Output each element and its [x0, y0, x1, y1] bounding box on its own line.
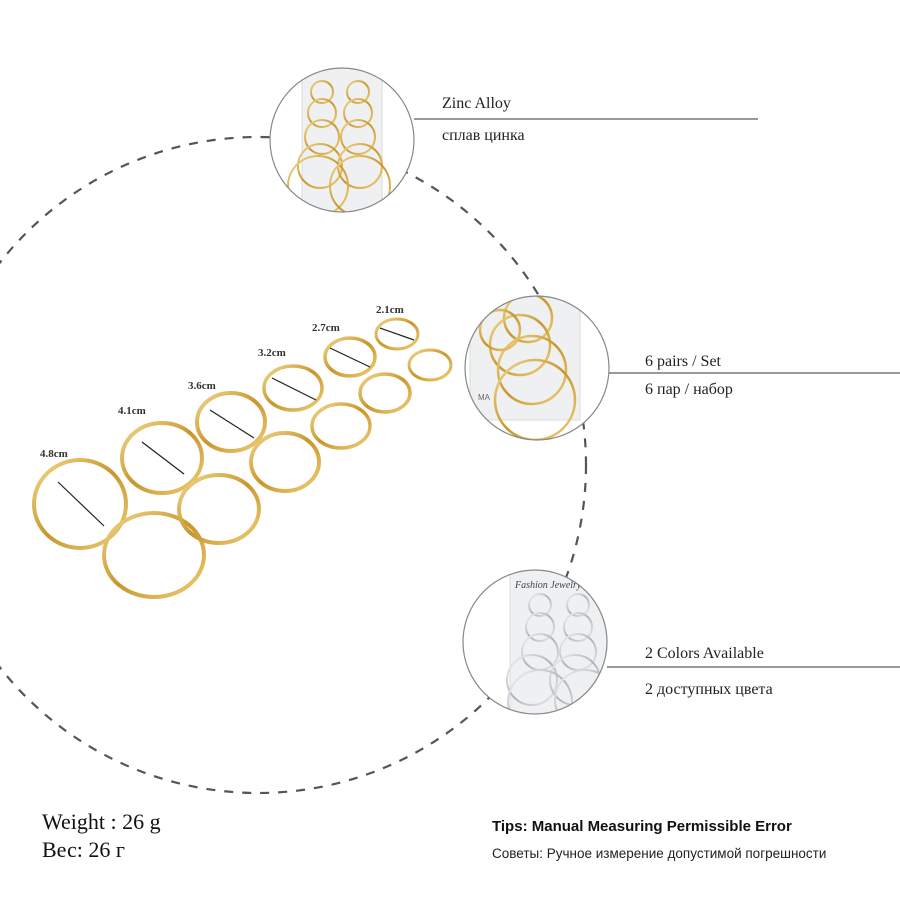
- detail-circle-closeup: MA: [465, 296, 609, 440]
- svg-text:MA: MA: [478, 393, 491, 402]
- detail-circle-silver-card: Fashion Jewelry: [463, 570, 607, 714]
- weight-en: Weight : 26 g: [42, 809, 161, 834]
- card-brand-text: Fashion Jewelry: [514, 580, 582, 591]
- detail-circle-1-border: [269, 67, 415, 213]
- size-label-3: 3.6cm: [188, 380, 216, 392]
- feature-3-en: 2 Colors Available: [645, 645, 764, 662]
- detail-circle-gold-card: [270, 68, 414, 212]
- detail-circle-3-border: [462, 569, 608, 715]
- weight-ru: Вес: 26 г: [42, 837, 125, 862]
- feature-1-ru: сплав цинка: [442, 127, 525, 144]
- size-label-6: 2.1cm: [376, 304, 404, 316]
- size-label-4: 3.2cm: [258, 347, 286, 359]
- size-label-5: 2.7cm: [312, 322, 340, 334]
- tips-ru: Советы: Ручное измерение допустимой погр…: [492, 846, 827, 861]
- size-label-1: 4.8cm: [40, 448, 68, 460]
- hoop-earrings: [32, 317, 453, 599]
- size-label-2: 4.1cm: [118, 405, 146, 417]
- detail-circle-2-border: [464, 295, 610, 441]
- feature-2-ru: 6 пар / набор: [645, 381, 733, 398]
- feature-3-ru: 2 доступных цвета: [645, 681, 773, 698]
- feature-2-en: 6 pairs / Set: [645, 353, 721, 370]
- feature-1-en: Zinc Alloy: [442, 95, 511, 112]
- dashed-ring: [0, 135, 588, 795]
- tips-en: Tips: Manual Measuring Permissible Error: [492, 818, 792, 835]
